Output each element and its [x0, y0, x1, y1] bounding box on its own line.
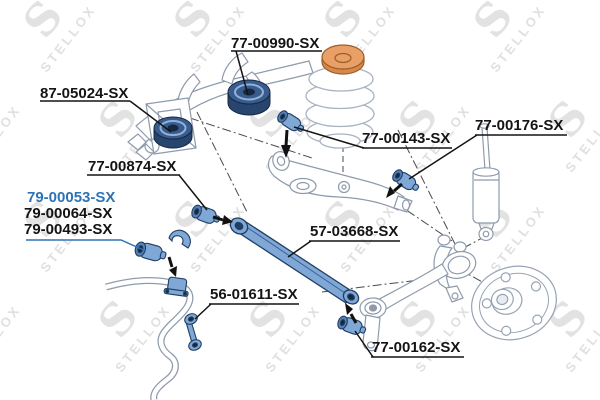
trailing-rod	[229, 217, 360, 305]
subframe-front-bushing	[153, 116, 193, 149]
label-stab-link: 56-01611-SX	[210, 286, 298, 303]
label-stab-bushing-c: 79-00493-SX	[24, 221, 113, 238]
label-stab-bushing-b: 79-00064-SX	[24, 205, 113, 222]
arm-inner-bushing	[277, 110, 305, 132]
arm-rear-bushing	[337, 315, 367, 335]
stabilizer-clamp-loose	[168, 229, 191, 249]
shock-lower-bushing	[392, 169, 420, 191]
label-rod-bushing-front: 77-00874-SX	[88, 158, 177, 175]
stabilizer-bushing	[134, 241, 167, 262]
spring-top-mount	[321, 44, 365, 75]
label-subframe-bushing: 87-05024-SX	[40, 85, 129, 102]
stabilizer-bar	[105, 277, 194, 400]
label-arm-bushing-inner: 77-00143-SX	[362, 130, 451, 147]
coil-spring	[305, 66, 375, 149]
leader-lines	[40, 50, 567, 358]
label-shock-mount: 77-00176-SX	[475, 117, 564, 134]
mounting-arrows	[167, 129, 403, 324]
label-trailing-rod: 57-03668-SX	[310, 223, 399, 240]
stabilizer-link	[184, 313, 202, 351]
leader-line-blue	[26, 239, 147, 252]
label-spring-mount: 77-00990-SX	[231, 35, 320, 52]
label-stab-bushing-link[interactable]: 79-00053-SX	[27, 189, 116, 206]
knuckle-lower-arm	[359, 234, 477, 352]
stabilizer-clamp-installed	[163, 276, 189, 297]
subframe-rear-bushing	[227, 79, 271, 116]
wheel-hub	[471, 265, 557, 341]
upper-control-arm	[267, 151, 413, 213]
shock-absorber	[472, 123, 500, 242]
rod-front-bushing	[191, 204, 221, 224]
label-arm-bushing-rear: 77-00162-SX	[372, 339, 461, 356]
